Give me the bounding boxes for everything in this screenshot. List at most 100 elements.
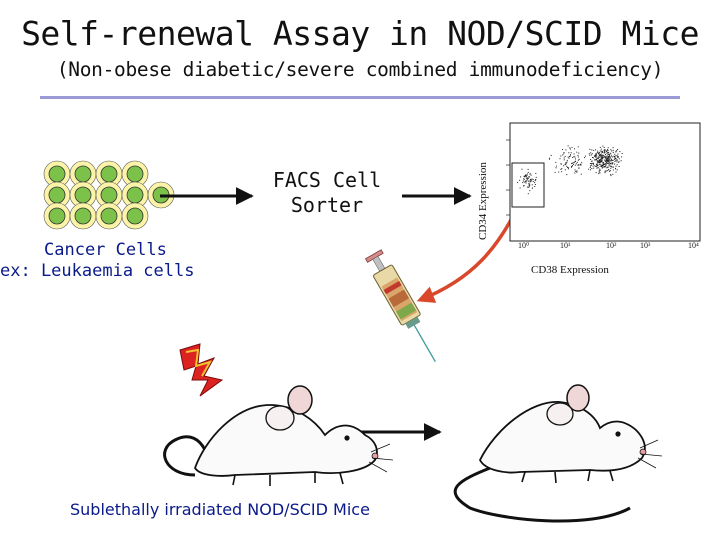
scatter-point	[578, 158, 580, 160]
scatter-point	[599, 159, 600, 161]
scatter-point	[621, 156, 623, 158]
scatter-point	[534, 184, 536, 185]
scatter-point	[608, 165, 610, 167]
scatter-point	[605, 153, 606, 155]
scatter-point	[608, 160, 610, 162]
scatter-point	[569, 155, 571, 157]
scatter-point	[598, 152, 600, 154]
scatter-point	[577, 156, 579, 158]
scatter-point	[596, 160, 598, 162]
scatter-point	[565, 162, 567, 164]
scatter-point	[611, 163, 613, 164]
scatter-point	[604, 166, 606, 168]
scatter-point	[607, 149, 608, 151]
scatter-point	[603, 149, 605, 151]
scatter-point	[605, 164, 607, 166]
scatter-point	[588, 153, 590, 155]
scatter-point	[520, 176, 522, 178]
scatter-point	[615, 165, 617, 167]
scatter-point	[614, 158, 616, 160]
cancer-cells-label: Cancer Cells ex: Leukaemia cells	[0, 240, 194, 282]
scatter-point	[601, 165, 603, 167]
scatter-point	[560, 155, 562, 157]
scatter-point	[602, 165, 604, 167]
scatter-point	[528, 185, 530, 187]
scatter-point	[568, 157, 570, 159]
scatter-point	[597, 157, 599, 159]
scatter-point	[530, 180, 532, 182]
scatter-point	[571, 146, 573, 148]
scatter-point	[604, 155, 606, 157]
scatter-point	[576, 151, 578, 153]
scatter-point	[607, 166, 609, 168]
scatter-point	[526, 175, 528, 176]
scatter-point	[597, 167, 599, 169]
scatter-point	[519, 187, 521, 189]
scatter-point	[581, 162, 583, 164]
scatter-point	[529, 190, 531, 192]
scatter-point	[604, 172, 606, 174]
scatter-point	[561, 168, 563, 170]
scatter-point	[600, 155, 602, 157]
scatter-point	[535, 179, 537, 181]
scatter-point	[591, 153, 593, 155]
scatter-point	[609, 165, 611, 167]
scatter-point	[602, 162, 604, 164]
scatter-point	[595, 172, 597, 174]
scatter-point	[594, 155, 596, 156]
scatter-point	[593, 167, 595, 169]
scatter-point	[580, 164, 582, 166]
scatter-point	[596, 158, 598, 160]
scatter-point	[605, 160, 607, 162]
scatter-point	[615, 150, 617, 152]
scatter-point	[531, 184, 533, 186]
scatter-point	[613, 158, 615, 160]
scatter-point	[562, 154, 564, 156]
scatter-point	[598, 155, 600, 157]
scatter-point	[526, 180, 528, 182]
scatter-point	[621, 153, 623, 154]
scatter-point	[573, 153, 575, 155]
plot-xlabel: CD38 Expression	[531, 264, 609, 276]
scatter-point	[599, 146, 601, 148]
scatter-point	[610, 175, 612, 177]
scatter-point	[607, 157, 609, 159]
scatter-point	[601, 154, 603, 156]
scatter-point	[611, 156, 613, 158]
scatter-point	[610, 158, 612, 160]
scatter-point	[595, 155, 597, 157]
scatter-point	[603, 147, 605, 148]
scatter-point	[596, 155, 598, 157]
scatter-point	[610, 174, 612, 176]
scatter-point	[616, 159, 618, 161]
scatter-point	[609, 156, 611, 158]
scatter-point	[524, 176, 526, 178]
scatter-point	[577, 159, 579, 161]
scatter-point	[599, 165, 601, 167]
scatter-point	[601, 160, 603, 162]
scatter-point	[589, 166, 591, 168]
scatter-point	[566, 165, 568, 167]
scatter-point	[564, 163, 566, 165]
scatter-point	[615, 160, 617, 162]
scatter-point	[616, 155, 618, 157]
scatter-point	[600, 154, 602, 156]
scatter-point	[598, 163, 600, 165]
cancer-cells-example: ex: Leukaemia cells	[0, 261, 195, 281]
scatter-point	[529, 173, 531, 175]
scatter-point	[609, 160, 611, 162]
scatter-point	[612, 162, 614, 164]
scatter-point	[558, 171, 560, 173]
plot-xtick-1: 10⁰	[518, 241, 529, 250]
scatter-point	[528, 186, 530, 188]
scatter-point	[561, 171, 563, 173]
scatter-point	[569, 147, 571, 149]
scatter-point	[589, 163, 591, 164]
scatter-point	[522, 180, 524, 182]
scatter-point	[604, 161, 606, 163]
facs-line1: FACS Cell	[272, 168, 382, 192]
scatter-point	[616, 161, 618, 163]
scatter-point	[594, 159, 595, 161]
scatter-point	[575, 160, 576, 162]
